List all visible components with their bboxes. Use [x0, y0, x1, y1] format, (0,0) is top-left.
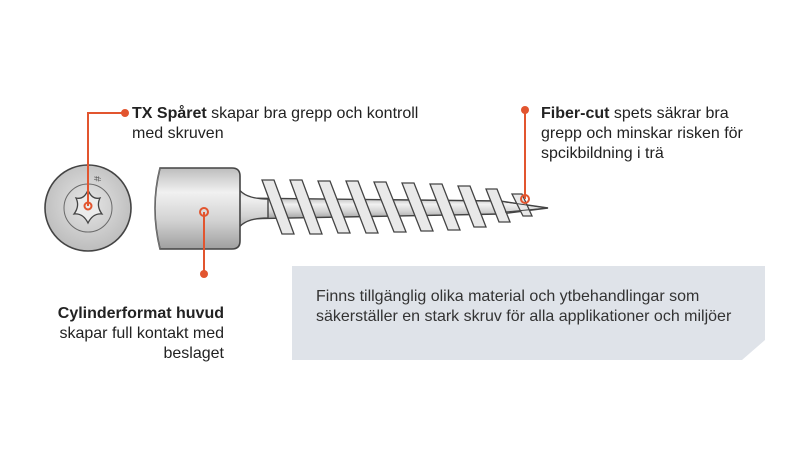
screw-side-view: [154, 167, 549, 250]
cylinder-head-callout-text: skapar full kontakt med beslaget: [59, 325, 224, 362]
tx-anchor-ring: [83, 201, 93, 211]
tx-callout-title: TX Spåret: [132, 105, 207, 122]
cylinder-head-callout: Cylinderformat huvud skapar full kontakt …: [20, 304, 224, 364]
fiber-cut-callout-text: spets säkrar bra grepp och minskar riske…: [541, 105, 743, 162]
info-box-text: Finns tillgänglig olika material och ytb…: [316, 288, 732, 325]
fiber-cut-callout-title: Fiber-cut: [541, 105, 610, 122]
callout-markers: [83, 106, 530, 278]
info-box: [292, 266, 765, 360]
tx-label-dot: [121, 109, 129, 117]
screw-top-view: #: [44, 164, 132, 252]
callout-leaders: [87, 110, 526, 274]
head-marking: #: [91, 176, 102, 182]
cylinder-head-callout-title: Cylinderformat huvud: [57, 305, 224, 322]
head-anchor-ring: [199, 207, 209, 217]
head-label-dot: [200, 270, 208, 278]
tx-drive-icon: [72, 188, 104, 225]
fiber-cut-callout: Fiber-cut spets säkrar bra grepp och min…: [541, 104, 771, 164]
tx-callout: TX Spåret skapar bra grepp och kontroll …: [132, 104, 432, 144]
fiber-label-dot: [521, 106, 529, 114]
tx-callout-text: skapar bra grepp och kontroll med skruve…: [132, 105, 419, 142]
fiber-anchor-ring: [520, 194, 530, 204]
tx-leader-line: [87, 112, 125, 206]
